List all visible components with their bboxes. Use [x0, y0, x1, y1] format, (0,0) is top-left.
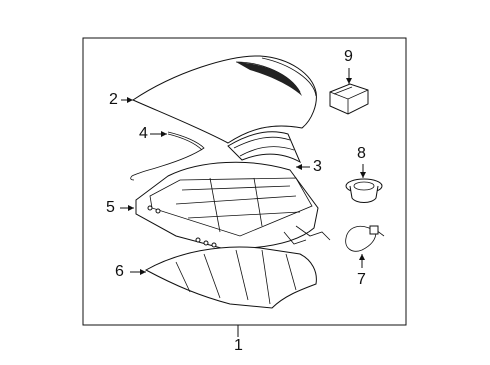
callout-6-arrowhead [140, 269, 146, 275]
assembly-frame [82, 37, 407, 326]
callout-8: 8 [357, 145, 366, 162]
part-2-top-cover [131, 55, 317, 144]
callout-7: 7 [357, 271, 366, 288]
callout-8-arrowhead [360, 172, 366, 178]
callout-9-arrowhead [346, 78, 352, 84]
callout-4-arrowhead [161, 131, 167, 137]
callout-2-arrowhead [127, 97, 133, 103]
callout-3: 3 [313, 158, 322, 175]
part-9-module-box [329, 83, 369, 115]
callout-4: 4 [139, 125, 148, 142]
part-8-grommet [345, 178, 383, 203]
callout-6: 6 [115, 263, 124, 280]
part-7-cable [345, 225, 385, 252]
callout-5: 5 [106, 199, 115, 216]
part-6-headliner [144, 246, 317, 309]
callout-3-arrowhead [296, 164, 302, 170]
callout-1: 1 [234, 337, 243, 354]
part-3-weatherstrip [227, 131, 302, 164]
callout-5-arrowhead [128, 205, 134, 211]
callout-9: 9 [344, 48, 353, 65]
callout-7-arrowhead [359, 254, 365, 260]
part-4-wire-harness [130, 131, 205, 181]
callout-2: 2 [109, 91, 118, 108]
part-5-frame [135, 161, 331, 253]
